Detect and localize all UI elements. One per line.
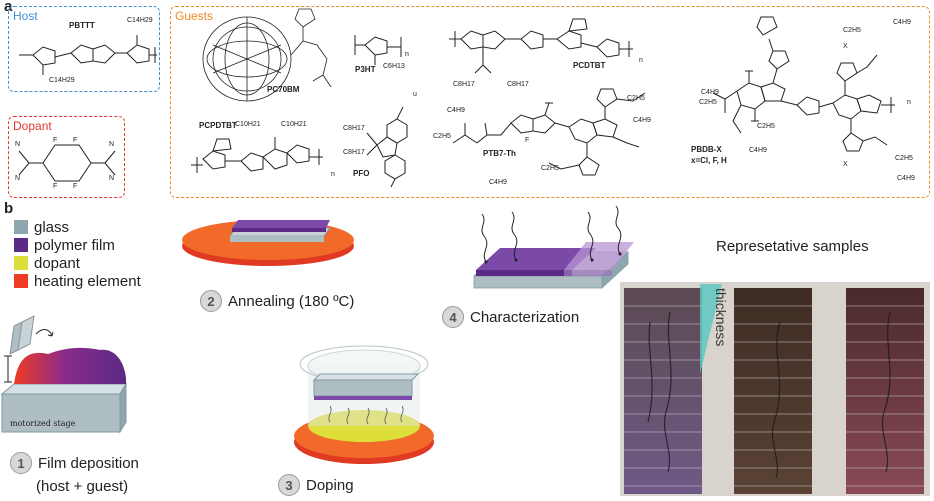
pcpdtbt-structure <box>189 131 339 187</box>
guest-name-pfo: PFO <box>353 169 369 178</box>
step-4-number: 4 <box>442 306 464 328</box>
step-1: 1 Film deposition <box>10 452 139 474</box>
legend-swatch-dopant <box>14 256 28 270</box>
pbdbx-sub-4: C2H5 <box>757 123 775 130</box>
dopant-atom-5: N <box>15 175 20 182</box>
step-1-sublabel: (host + guest) <box>36 478 128 495</box>
pcpdtbt-sub-3: n <box>331 171 335 178</box>
film-deposition-illustration: motorized stage <box>0 320 130 440</box>
guest-name-p3ht: P3HT <box>355 65 375 74</box>
thickness-label: thickness <box>713 288 729 346</box>
pcpdtbt-sub-1: C10H21 <box>235 121 261 128</box>
legend-item-glass: glass <box>14 218 141 236</box>
pfo-structure <box>367 103 427 189</box>
pbdbx-sub-2: C4H9 <box>701 89 719 96</box>
step-2: 2 Annealing (180 ºC) <box>200 290 354 312</box>
dopant-atom-3: F <box>73 137 77 144</box>
pcdtbt-sub-3: n <box>639 57 643 64</box>
pbdbx-sub-5: C4H9 <box>893 19 911 26</box>
guest-name-pcdtbt: PCDTBT <box>573 61 605 70</box>
sample-strip-3 <box>846 288 924 494</box>
p3ht-sub-2: n <box>405 51 409 58</box>
legend-swatch-polymer-film <box>14 238 28 252</box>
pfo-sub-3: u <box>413 91 417 98</box>
sample-strip-1 <box>624 288 702 494</box>
ptb7th-sub-1: C4H9 <box>447 107 465 114</box>
pbdbx-sub-11: n <box>907 99 911 106</box>
ptb7th-sub-5: C2H5 <box>541 165 559 172</box>
annealing-illustration <box>180 210 370 280</box>
step-1-number: 1 <box>10 452 32 474</box>
dopant-atom-7: F <box>73 183 77 190</box>
guest-name-pbdbx: PBDB-X <box>691 145 722 154</box>
pbdbx-extra: x=Cl, F, H <box>691 156 727 165</box>
guest-name-ptb7th: PTB7-Th <box>483 149 516 158</box>
host-sub-2: C14H29 <box>49 77 75 84</box>
ptb7th-sub-4: C4H9 <box>633 117 651 124</box>
dopant-box: Dopant N F F N N F F N <box>8 116 125 198</box>
pbdbx-structure <box>697 21 927 193</box>
pbdbx-sub-3: C4H9 <box>749 147 767 154</box>
samples-photo: thickness <box>620 282 930 496</box>
dopant-atom-1: N <box>15 141 20 148</box>
legend-item-dopant: dopant <box>14 254 141 272</box>
host-title: Host <box>13 9 38 23</box>
step-2-number: 2 <box>200 290 222 312</box>
f4tcnq-structure <box>15 131 120 195</box>
step-4: 4 Characterization <box>442 306 579 328</box>
pcdtbt-structure <box>447 17 667 77</box>
legend-label-dopant: dopant <box>34 255 80 272</box>
legend: glass polymer film dopant heating elemen… <box>14 218 141 290</box>
sample-strip-2 <box>734 288 812 494</box>
step-4-label: Characterization <box>470 309 579 326</box>
samples-photo-art: thickness <box>620 282 930 496</box>
guest-name-pcpdtbt: PCPDTBT <box>199 121 237 130</box>
ptb7th-sub-6: C4H9 <box>489 179 507 186</box>
pfo-sub-2: C8H17 <box>343 149 365 156</box>
pbdbx-sub-6: C2H5 <box>843 27 861 34</box>
pbdbx-sub-7: C4H9 <box>897 175 915 182</box>
step-3-number: 3 <box>278 474 300 496</box>
ptb7th-sub-7: F <box>525 137 529 144</box>
pbttt-structure <box>13 31 158 77</box>
dopant-atom-4: N <box>109 141 114 148</box>
dopant-atom-6: F <box>53 183 57 190</box>
panel-b-letter: b <box>4 200 13 217</box>
ptb7th-sub-2: C2H5 <box>433 133 451 140</box>
pbdbx-sub-10: X <box>843 161 848 168</box>
host-polymer-name: PBTTT <box>69 21 95 30</box>
step-1-label: Film deposition <box>38 455 139 472</box>
ptb7th-sub-3: C2H5 <box>627 95 645 102</box>
characterization-illustration <box>452 212 642 302</box>
step-2-label: Annealing (180 ºC) <box>228 293 354 310</box>
step-3: 3 Doping <box>278 474 354 496</box>
legend-label-glass: glass <box>34 219 69 236</box>
step-3-label: Doping <box>306 477 354 494</box>
guest-name-pc70bm: PC70BM <box>267 85 299 94</box>
legend-swatch-glass <box>14 220 28 234</box>
pbdbx-sub-8: C2H5 <box>895 155 913 162</box>
pfo-sub-1: C8H17 <box>343 125 365 132</box>
dopant-atom-8: N <box>109 175 114 182</box>
samples-title: Represetative samples <box>716 238 869 255</box>
pbdbx-sub-9: X <box>843 43 848 50</box>
guests-box: Guests PC70BM P3HT C6H13 n <box>170 6 930 198</box>
host-box: Host PBTTT C14H29 C14H29 <box>8 6 160 92</box>
p3ht-sub-1: C6H13 <box>383 63 405 70</box>
dopant-atom-2: F <box>53 137 57 144</box>
legend-swatch-heating-element <box>14 274 28 288</box>
host-sub-1: C14H29 <box>127 17 153 24</box>
pcpdtbt-sub-2: C10H21 <box>281 121 307 128</box>
stage-label: motorized stage <box>10 419 76 428</box>
ptb7th-structure <box>441 87 671 195</box>
pbdbx-sub-1: C2H5 <box>699 99 717 106</box>
legend-item-polymer-film: polymer film <box>14 236 141 254</box>
legend-item-heating-element: heating element <box>14 272 141 290</box>
doping-illustration <box>290 336 440 476</box>
legend-label-polymer-film: polymer film <box>34 237 115 254</box>
legend-label-heating-element: heating element <box>34 273 141 290</box>
